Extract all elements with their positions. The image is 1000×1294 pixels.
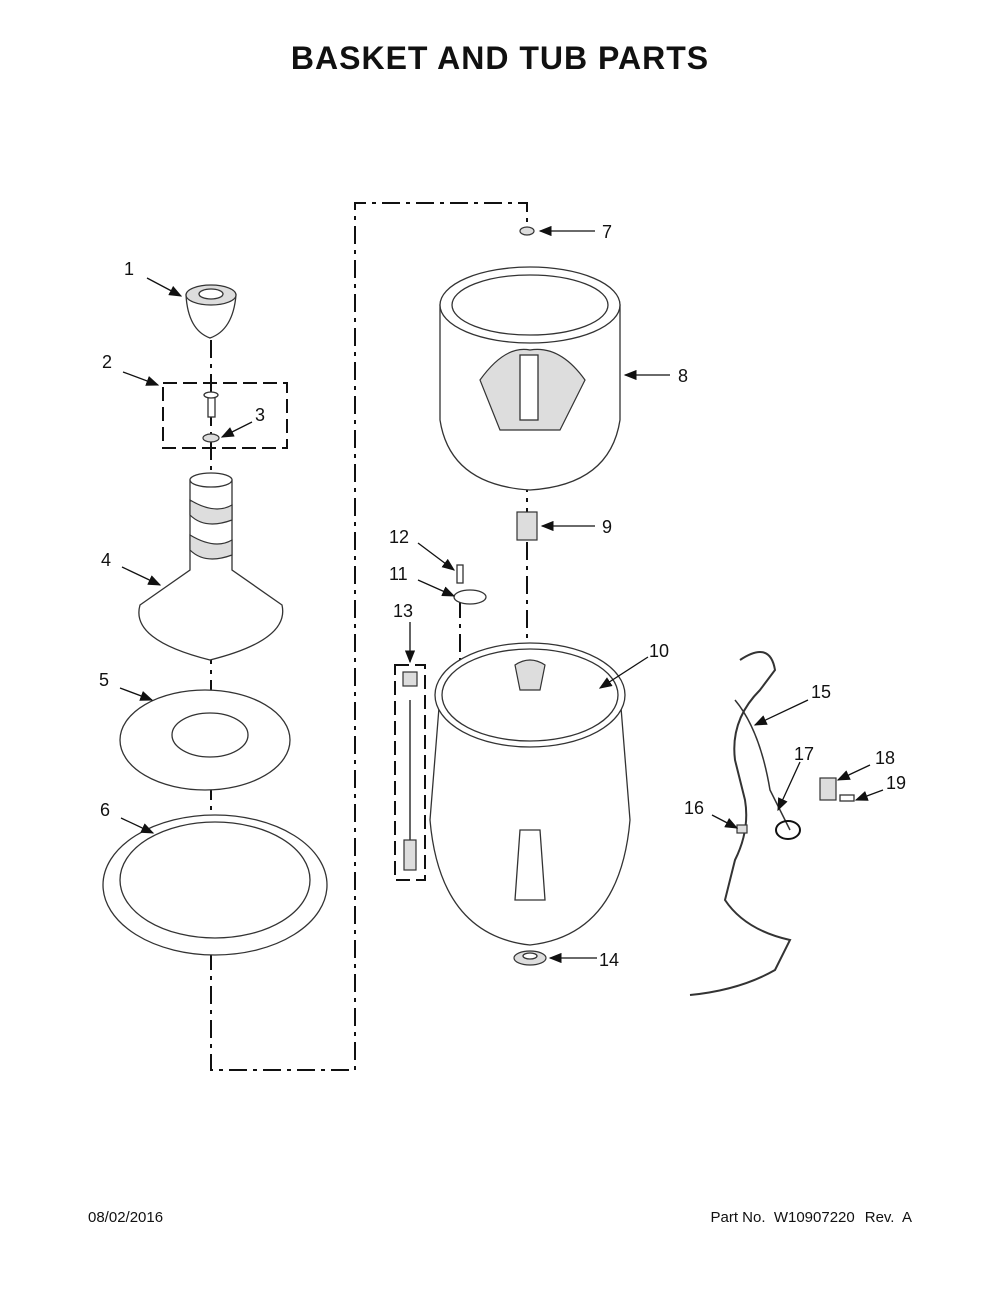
callout-18: 18 (875, 748, 895, 768)
part-14-seal[interactable] (513, 950, 547, 966)
assembly-line-left (210, 202, 528, 1071)
callout-9: 9 (602, 517, 612, 537)
part-4-agitator[interactable] (138, 472, 284, 661)
callout-17: 17 (794, 744, 814, 764)
callout-8: 8 (678, 366, 688, 386)
part-3-washer[interactable] (202, 433, 220, 443)
callout-14: 14 (599, 950, 619, 970)
part-15-wire-harness[interactable] (689, 651, 792, 996)
part-12-screw[interactable] (456, 564, 464, 584)
callout-13: 13 (393, 601, 413, 621)
callout-4: 4 (101, 550, 111, 570)
callout-10: 10 (649, 641, 669, 661)
part-17-grommet[interactable] (775, 820, 801, 840)
part-8-basket[interactable] (439, 266, 621, 491)
part-number: Part No. W10907220 (710, 1209, 855, 1226)
callout-2: 2 (102, 352, 112, 372)
callout-5: 5 (99, 670, 109, 690)
callout-1: 1 (124, 259, 134, 279)
callout-3: 3 (255, 405, 265, 425)
part-5-inner-ring[interactable] (119, 689, 291, 791)
part-16-clip[interactable] (736, 824, 748, 834)
part-10-tub[interactable] (429, 642, 631, 946)
footer-date: 08/02/2016 (88, 1209, 164, 1226)
callout-12: 12 (389, 527, 409, 547)
revision: Rev. A (864, 1209, 912, 1226)
part-1-agitator-cap[interactable] (185, 284, 237, 339)
kit-box-13 (394, 664, 426, 881)
part-2-bolt[interactable] (203, 391, 219, 418)
part-19-screw[interactable] (839, 794, 855, 802)
part-11-bracket[interactable] (453, 589, 487, 605)
callout-7: 7 (602, 222, 612, 242)
part-6-balance-ring[interactable] (102, 814, 328, 956)
callout-6: 6 (100, 800, 110, 820)
part-7-nut[interactable] (519, 226, 535, 236)
page-title: BASKET AND TUB PARTS (290, 40, 710, 76)
footer-part-info: Part No. W10907220 Rev. A (700, 1209, 912, 1226)
kit-box-2 (162, 382, 288, 449)
callout-16: 16 (684, 798, 704, 818)
callout-15: 15 (811, 682, 831, 702)
part-9-hub[interactable] (516, 511, 538, 541)
part-13-suspension-rod[interactable] (402, 671, 418, 871)
callout-19: 19 (886, 773, 906, 793)
callout-11: 11 (389, 564, 408, 584)
part-18-bracket[interactable] (819, 777, 837, 801)
